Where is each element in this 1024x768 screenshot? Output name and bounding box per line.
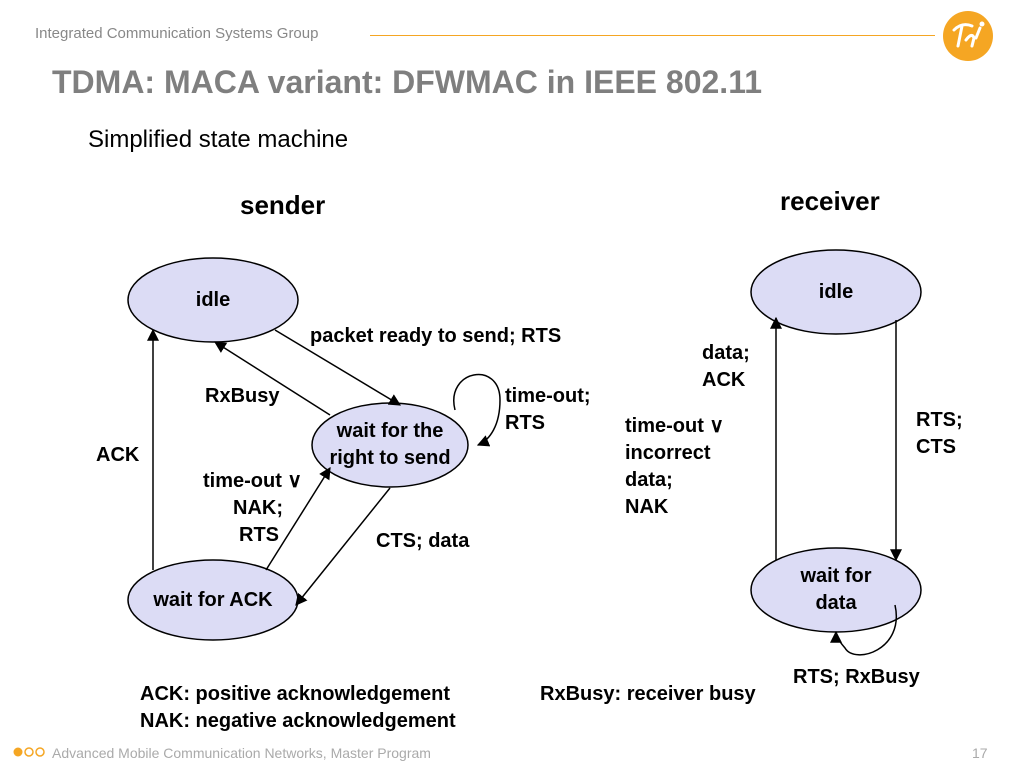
legend-nak: NAK: negative acknowledgement — [140, 710, 456, 732]
footer-program: Advanced Mobile Communication Networks, … — [52, 745, 431, 761]
cts-data-label: CTS; data — [376, 530, 470, 552]
timeout-nak-label-3: RTS — [239, 524, 279, 546]
footer-dots-icon — [13, 747, 45, 757]
timeout-incorrect-label: time-out ∨ incorrect data; NAK — [625, 415, 725, 518]
receiver-idle-state — [750, 249, 922, 335]
timeout-nak-arrow — [265, 466, 331, 571]
timeout-rts-label: time-out; RTS — [505, 385, 591, 434]
sender-label: sender — [240, 190, 326, 220]
slide-subtitle: Simplified state machine — [88, 126, 349, 153]
legend-rxbusy: RxBusy: receiver busy — [540, 683, 756, 705]
rxbusy-arrow — [213, 341, 331, 416]
legend-ack: ACK: positive acknowledgement — [140, 683, 451, 705]
receiver-wait-data-label: wait for data — [800, 565, 872, 614]
header-divider — [370, 35, 935, 36]
sender-wait-ack-label: wait for ACK — [153, 588, 273, 611]
university-logo-icon — [943, 11, 993, 61]
page-number: 17 — [972, 745, 988, 761]
ack-transition-label: ACK — [96, 444, 140, 466]
data-ack-label: data; ACK — [702, 342, 750, 391]
timeout-nak-label-2: NAK; — [233, 497, 283, 519]
receiver-idle-label: idle — [818, 280, 854, 303]
timeout-nak-label-1: time-out ∨ — [203, 470, 303, 492]
sender-idle-label: idle — [195, 288, 231, 311]
rts-rxbusy-loop — [830, 604, 898, 656]
rxbusy-label: RxBusy — [205, 385, 280, 407]
sender-idle-state — [127, 257, 299, 343]
rts-cts-label: RTS; CTS — [916, 409, 963, 458]
cts-data-arrow — [295, 487, 391, 606]
packet-ready-arrow — [274, 329, 402, 406]
slide-title: TDMA: MACA variant: DFWMAC in IEEE 802.1… — [52, 64, 763, 100]
rts-rxbusy-label: RTS; RxBusy — [793, 666, 920, 688]
packet-ready-label: packet ready to send; RTS — [310, 325, 562, 347]
group-name: Integrated Communication Systems Group — [35, 25, 319, 42]
receiver-label: receiver — [780, 186, 880, 216]
sender-wait-send-label: wait for the right to send — [329, 420, 451, 469]
timeout-rts-loop — [453, 373, 501, 447]
